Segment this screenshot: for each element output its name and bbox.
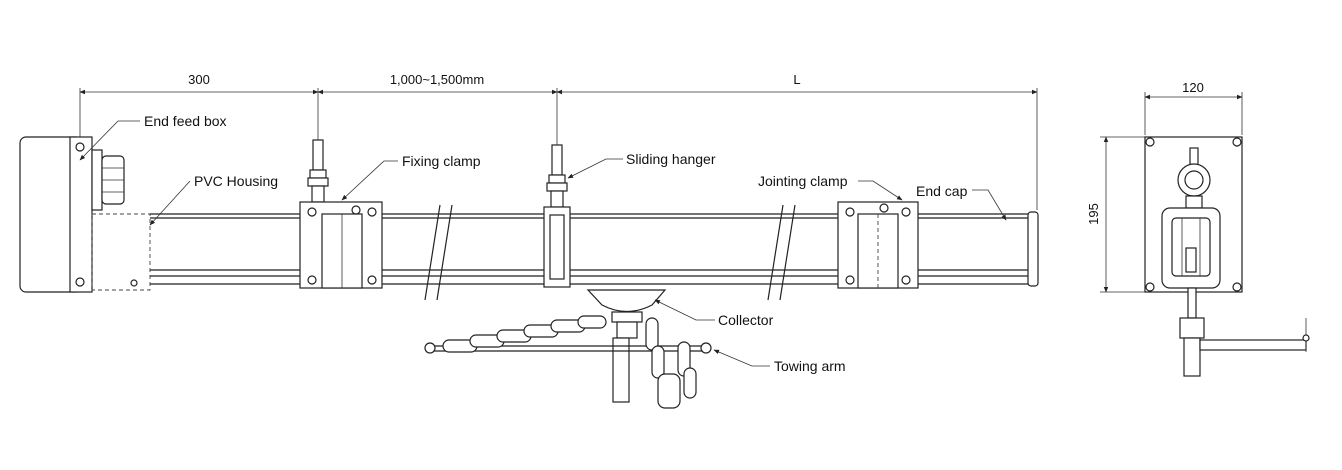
side-view: 300 1,000~1,500mm L	[19, 72, 1039, 409]
dim-total-length: L	[793, 72, 800, 87]
label-jointing-clamp: Jointing clamp	[758, 173, 848, 189]
label-fixing-clamp: Fixing clamp	[402, 153, 481, 169]
dim-hanger-spacing: 1,000~1,500mm	[390, 72, 484, 87]
top-dimension-line	[79, 88, 1038, 210]
sliding-hanger	[543, 144, 571, 288]
dim-end-feed-length: 300	[188, 72, 210, 87]
dim-section-width: 120	[1182, 80, 1204, 95]
end-cap	[1027, 211, 1039, 287]
fixing-clamp	[299, 139, 383, 289]
leader-lines	[79, 120, 1007, 367]
label-pvc-housing: PVC Housing	[194, 173, 278, 189]
label-end-cap: End cap	[916, 183, 968, 199]
label-collector: Collector	[718, 312, 774, 328]
label-sliding-hanger: Sliding hanger	[626, 151, 716, 167]
towing-arm	[424, 315, 712, 409]
cross-section-view: 120 195	[1086, 80, 1310, 377]
collector	[586, 289, 667, 403]
dim-section-height: 195	[1086, 203, 1101, 225]
jointing-clamp	[837, 201, 919, 289]
pvc-housing	[150, 204, 1030, 301]
label-end-feed-box: End feed box	[144, 113, 227, 129]
end-feed-box	[19, 136, 151, 293]
label-towing-arm: Towing arm	[774, 358, 846, 374]
